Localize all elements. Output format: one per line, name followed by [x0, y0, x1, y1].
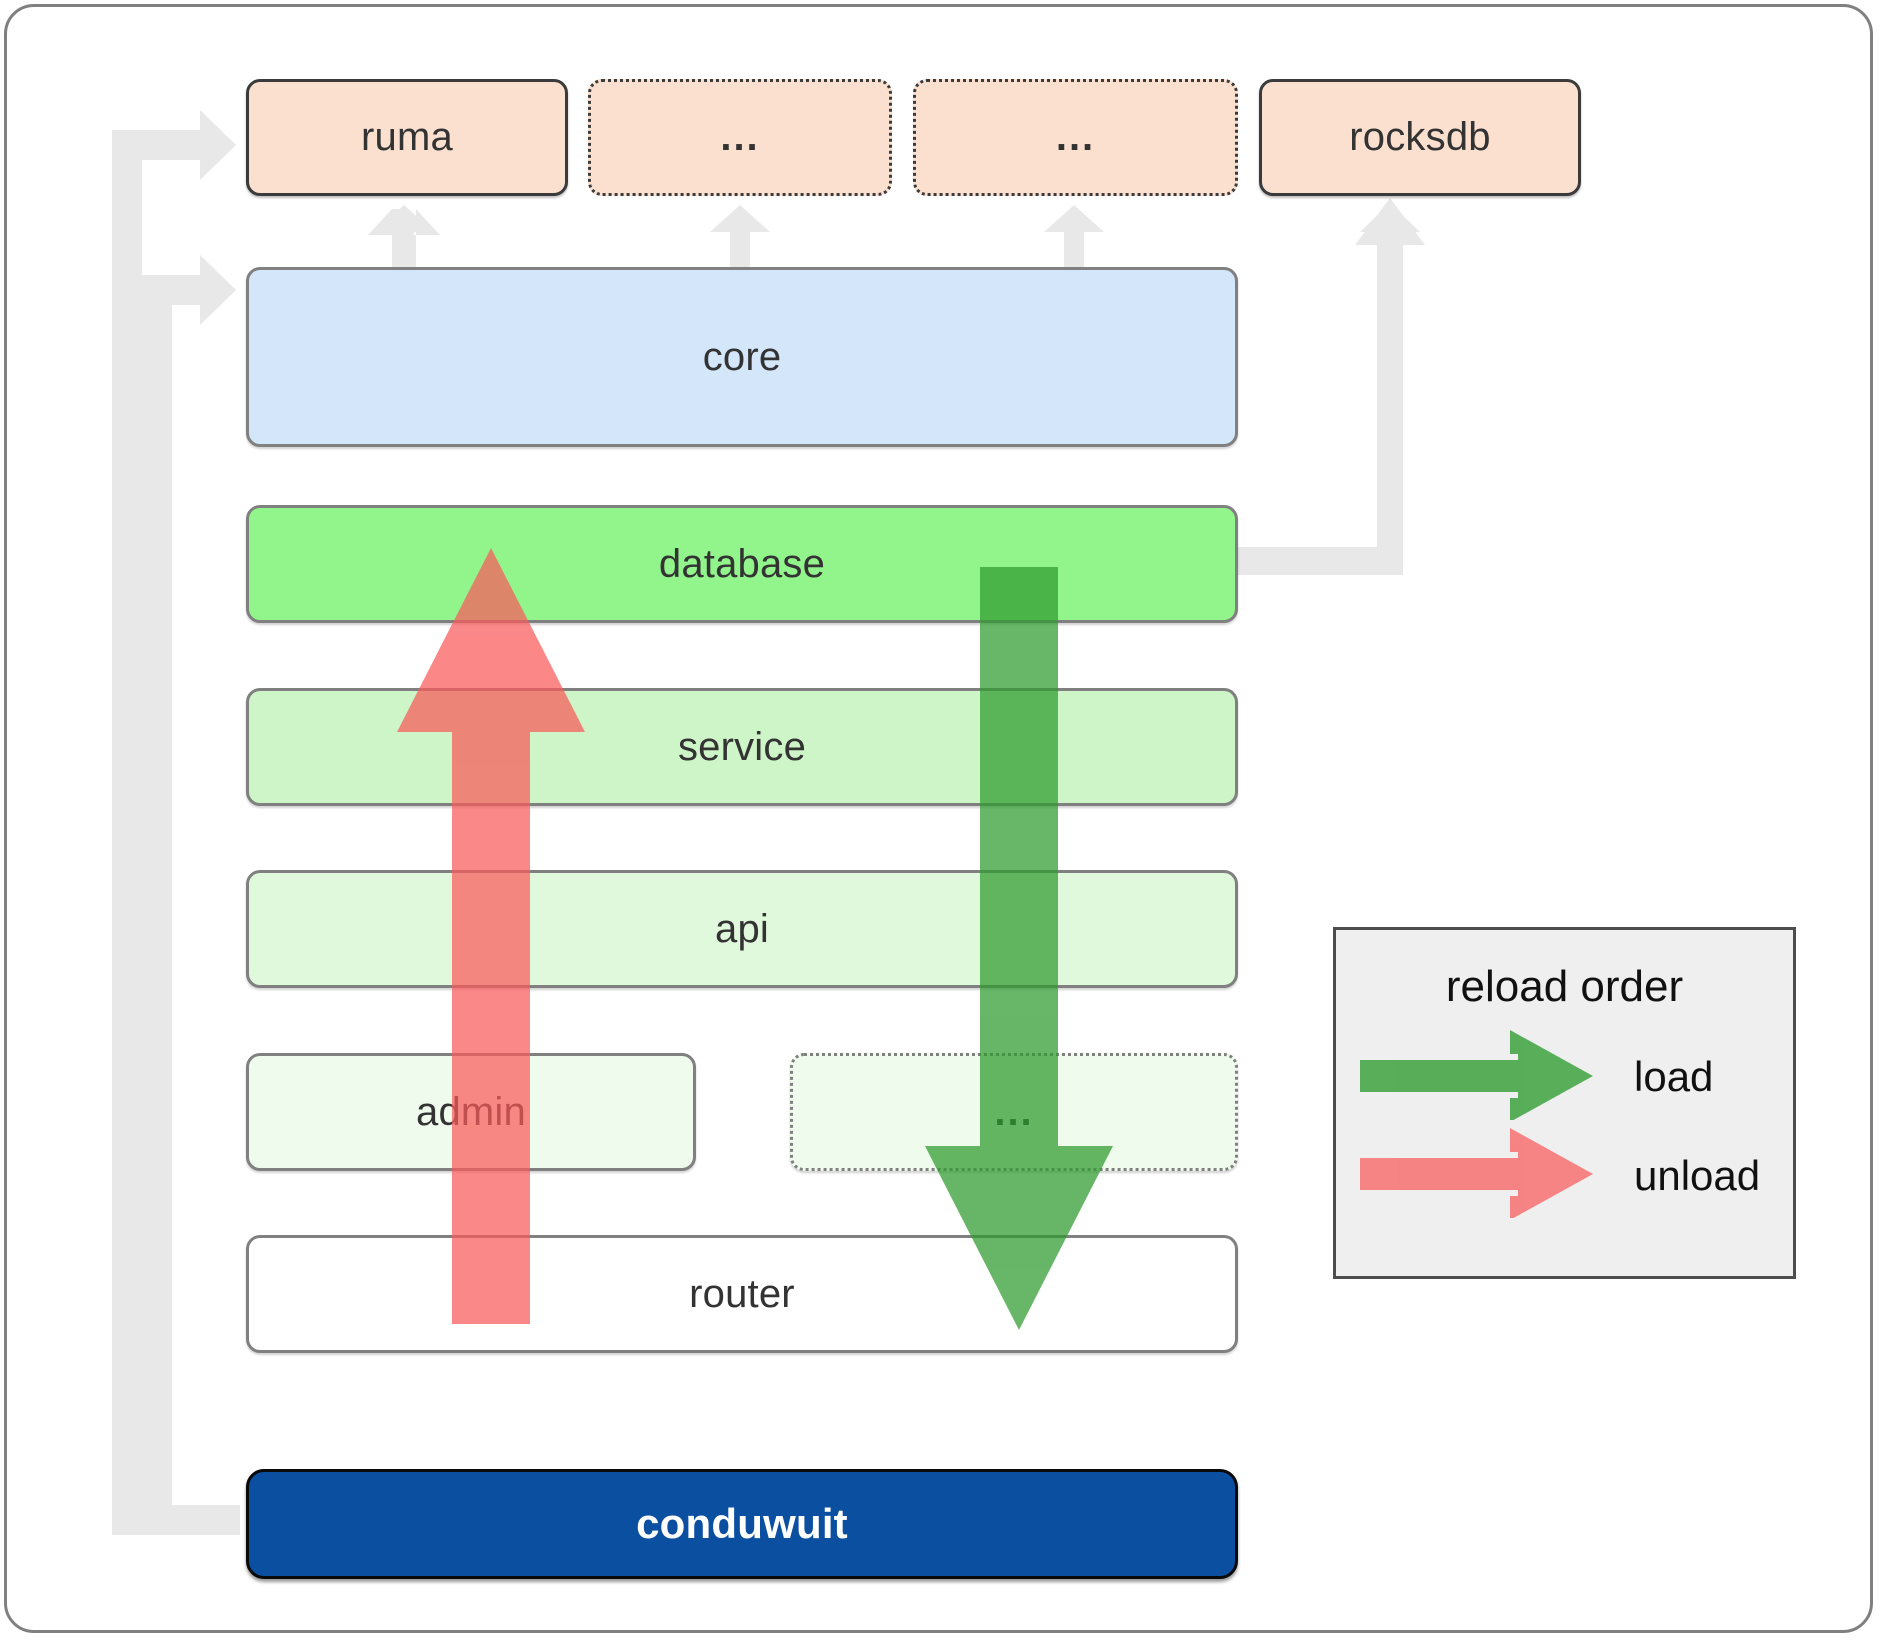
node-ruma-label: ruma [361, 115, 453, 159]
diagram-frame [4, 4, 1873, 1633]
node-api[interactable]: api [246, 870, 1238, 988]
legend-unload-label: unload [1634, 1152, 1761, 1199]
legend-panel: reload order load unload [1333, 927, 1796, 1279]
node-api-label: api [715, 906, 769, 951]
node-more-label: ... [994, 1089, 1034, 1134]
node-conduwuit-label: conduwuit [636, 1500, 848, 1547]
node-database-label: database [658, 541, 826, 586]
node-router[interactable]: router [246, 1235, 1238, 1353]
node-rocksdb-label: rocksdb [1349, 115, 1491, 159]
node-ext-1[interactable]: ... [588, 79, 892, 196]
node-router-label: router [689, 1271, 795, 1316]
node-core-label: core [702, 334, 782, 379]
legend-unload-arrow-icon [1360, 1128, 1593, 1218]
node-more[interactable]: ... [790, 1053, 1238, 1171]
node-ext-1-label: ... [720, 115, 760, 159]
legend-load-arrow-icon [1360, 1030, 1593, 1120]
legend-title: reload order [1445, 962, 1684, 1011]
legend-load-label: load [1634, 1053, 1714, 1100]
node-admin-label: admin [416, 1089, 526, 1134]
node-conduwuit[interactable]: conduwuit [246, 1469, 1238, 1579]
node-service[interactable]: service [246, 688, 1238, 806]
node-rocksdb[interactable]: rocksdb [1259, 79, 1581, 196]
node-database[interactable]: database [246, 505, 1238, 623]
node-core[interactable]: core [246, 267, 1238, 447]
node-ext-2-label: ... [1055, 115, 1096, 159]
node-ruma[interactable]: ruma [246, 79, 568, 196]
node-admin[interactable]: admin [246, 1053, 696, 1171]
node-service-label: service [677, 724, 807, 769]
node-ext-2[interactable]: ... [913, 79, 1238, 196]
